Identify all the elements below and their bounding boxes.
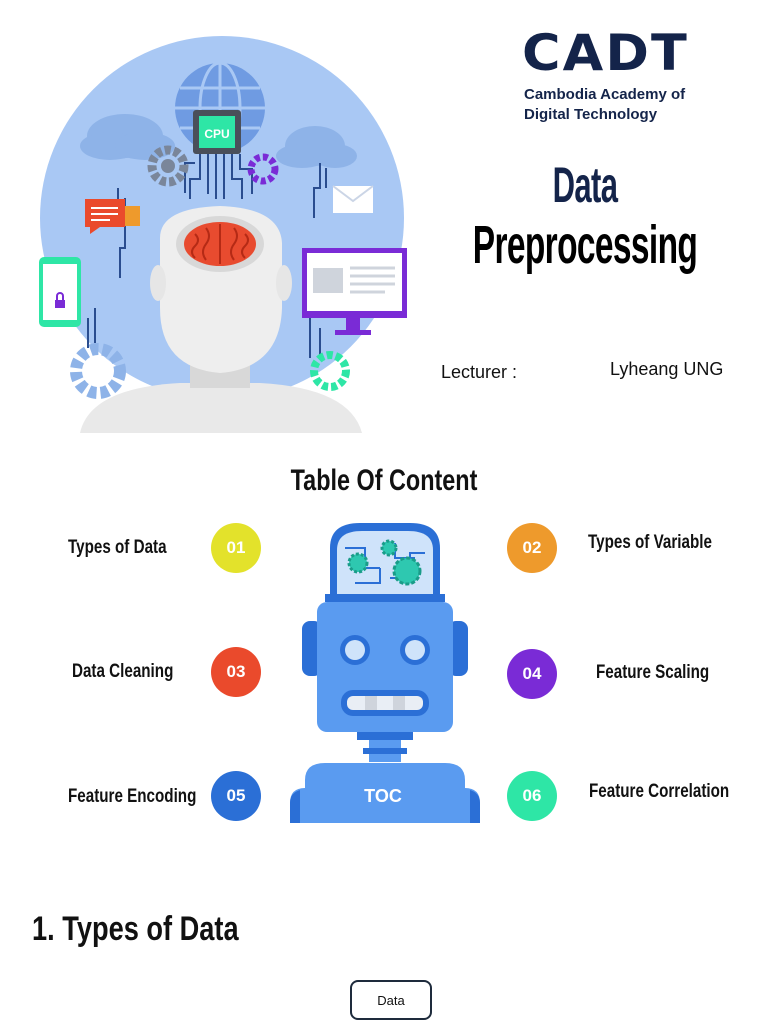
diagram-node-data: Data	[350, 980, 432, 1020]
toc-title: Table Of Content	[290, 464, 478, 497]
robot-label: TOC	[364, 786, 402, 806]
toc-item-label-03: Data Cleaning	[72, 661, 174, 682]
hero-illustration: CPU	[39, 36, 407, 433]
toc-number-05: 05	[211, 771, 261, 821]
robot-illustration: TOC	[290, 523, 480, 823]
toc-number-03: 03	[211, 647, 261, 697]
toc-item-label-06: Feature Correlation	[589, 781, 730, 802]
monitor-icon	[302, 248, 407, 335]
section-title: 1. Types of Data	[32, 910, 239, 948]
gear-icon	[310, 351, 350, 391]
logo-subtitle: Cambodia Academy of Digital Technology	[524, 85, 685, 125]
gear-icon	[70, 343, 126, 399]
logo-wordmark: CADT	[522, 24, 689, 82]
gear-icon	[247, 153, 279, 185]
mail-icon	[332, 185, 374, 213]
brain-icon	[184, 222, 256, 266]
gear-icon	[147, 145, 189, 187]
toc-number-01: 01	[211, 523, 261, 573]
chat-bubble-icon	[85, 199, 140, 234]
gear-icon	[347, 539, 422, 586]
toc-number-04: 04	[507, 649, 557, 699]
toc-item-label-02: Types of Variable	[588, 532, 712, 553]
title-line-2: Preprocessing	[472, 215, 698, 275]
toc-number-06: 06	[507, 771, 557, 821]
toc-number-02: 02	[507, 523, 557, 573]
phone-icon	[39, 257, 81, 327]
lecturer-name: Lyheang UNG	[610, 359, 724, 379]
logo-subtitle-line-2: Digital Technology	[524, 106, 658, 123]
title-line-1: Data	[552, 157, 618, 213]
toc-item-label-05: Feature Encoding	[68, 786, 197, 807]
svg-text:CPU: CPU	[204, 127, 229, 141]
toc-item-label-01: Types of Data	[68, 537, 167, 558]
toc-item-label-04: Feature Scaling	[596, 662, 710, 683]
cpu-icon: CPU	[193, 110, 241, 154]
logo-subtitle-line-1: Cambodia Academy of	[524, 86, 686, 103]
cloud-icon	[80, 114, 357, 168]
lecturer-label: Lecturer :	[441, 362, 518, 382]
